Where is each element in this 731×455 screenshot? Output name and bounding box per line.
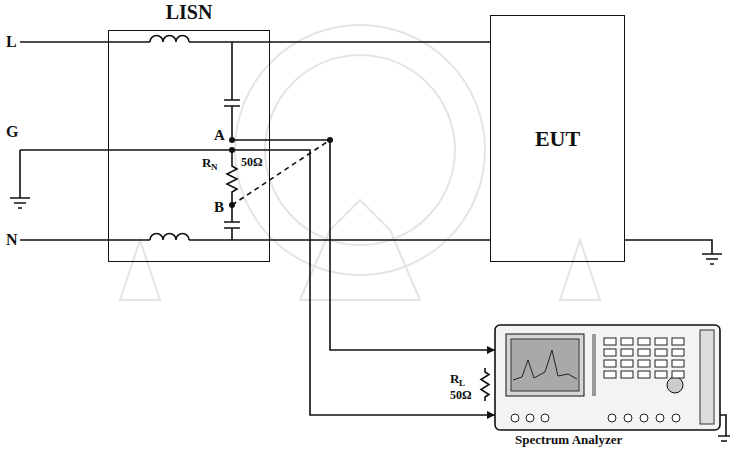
analyzer-side-strip [700, 330, 714, 424]
analyzer-key [655, 349, 667, 356]
ground-symbol [10, 150, 30, 208]
analyzer-port [624, 414, 632, 422]
wire [20, 239, 150, 241]
wire [270, 41, 490, 43]
wire [20, 41, 150, 43]
analyzer-body [495, 325, 720, 430]
analyzer-port [526, 414, 534, 422]
node-label: Spectrum Analyzer [515, 432, 622, 448]
analyzer-key [638, 349, 650, 356]
spectrum-analyzer: Spectrum Analyzer [495, 325, 720, 450]
node-label: EUT [535, 126, 580, 152]
junction-dots [229, 137, 333, 208]
analyzer-key [655, 360, 667, 367]
ground-label: G [6, 124, 18, 140]
analyzer-key [604, 349, 616, 356]
analyzer-key [638, 371, 650, 378]
capacitor-symbol [224, 42, 240, 140]
resistor-subscript: L [459, 379, 465, 388]
analyzer-key [621, 371, 633, 378]
analyzer-key [621, 349, 633, 356]
terminal-dot [229, 147, 235, 153]
analyzer-key [655, 371, 667, 378]
switch-terminal: B [214, 200, 224, 215]
analyzer-trace [513, 350, 577, 380]
resistor-subscript: N [211, 163, 218, 172]
signal-wire [270, 150, 495, 415]
analyzer-port [672, 414, 680, 422]
resistor-value: 50Ω [241, 156, 263, 168]
analyzer-port [511, 414, 519, 422]
ground-symbol [625, 240, 722, 264]
analyzer-key [621, 360, 633, 367]
analyzer-screen [511, 339, 579, 391]
resistor-name: R [202, 156, 211, 169]
analyzer-key [604, 338, 616, 345]
capacitor-symbol [224, 205, 240, 240]
watermark [120, 25, 600, 300]
lisn-circuit [10, 36, 730, 442]
analyzer-key [621, 338, 633, 345]
analyzer-port [608, 414, 616, 422]
wire [270, 239, 490, 241]
analyzer-key [672, 371, 684, 378]
spectrum-analyzer-picture [495, 325, 720, 430]
watermark-shape [120, 240, 600, 300]
analyzer-divider [592, 334, 596, 396]
terminal-dot [229, 137, 235, 143]
resistor-value: 50Ω [450, 389, 472, 401]
resistor-symbol [227, 150, 237, 205]
inductor-symbol [150, 36, 189, 42]
node-label: LISN [109, 1, 269, 24]
eut-box: EUT [490, 15, 625, 262]
analyzer-key [604, 371, 616, 378]
analyzer-key [604, 360, 616, 367]
analyzer-knob [667, 377, 683, 393]
resistor-symbol [481, 368, 489, 401]
analyzer-key [672, 349, 684, 356]
analyzer-key [672, 360, 684, 367]
watermark-shape [300, 200, 420, 300]
resistor-name: R [450, 372, 459, 385]
analyzer-key [638, 360, 650, 367]
analyzer-port [640, 414, 648, 422]
wire [189, 239, 270, 241]
analyzer-key [638, 338, 650, 345]
analyzer-port [541, 414, 549, 422]
analyzer-port [656, 414, 664, 422]
analyzer-key [655, 338, 667, 345]
switch-terminal: A [214, 128, 225, 143]
inductor-symbol [150, 234, 189, 241]
lisn-box: LISN [108, 30, 270, 262]
terminal-dot [229, 202, 235, 208]
neutral-label: N [6, 232, 18, 248]
wire [189, 41, 270, 43]
analyzer-screen-frame [506, 334, 584, 396]
signal-wire [270, 140, 495, 350]
line-label: L [6, 34, 17, 50]
analyzer-key [672, 338, 684, 345]
analyzer-keys [511, 338, 684, 422]
switch-arm [232, 139, 270, 141]
